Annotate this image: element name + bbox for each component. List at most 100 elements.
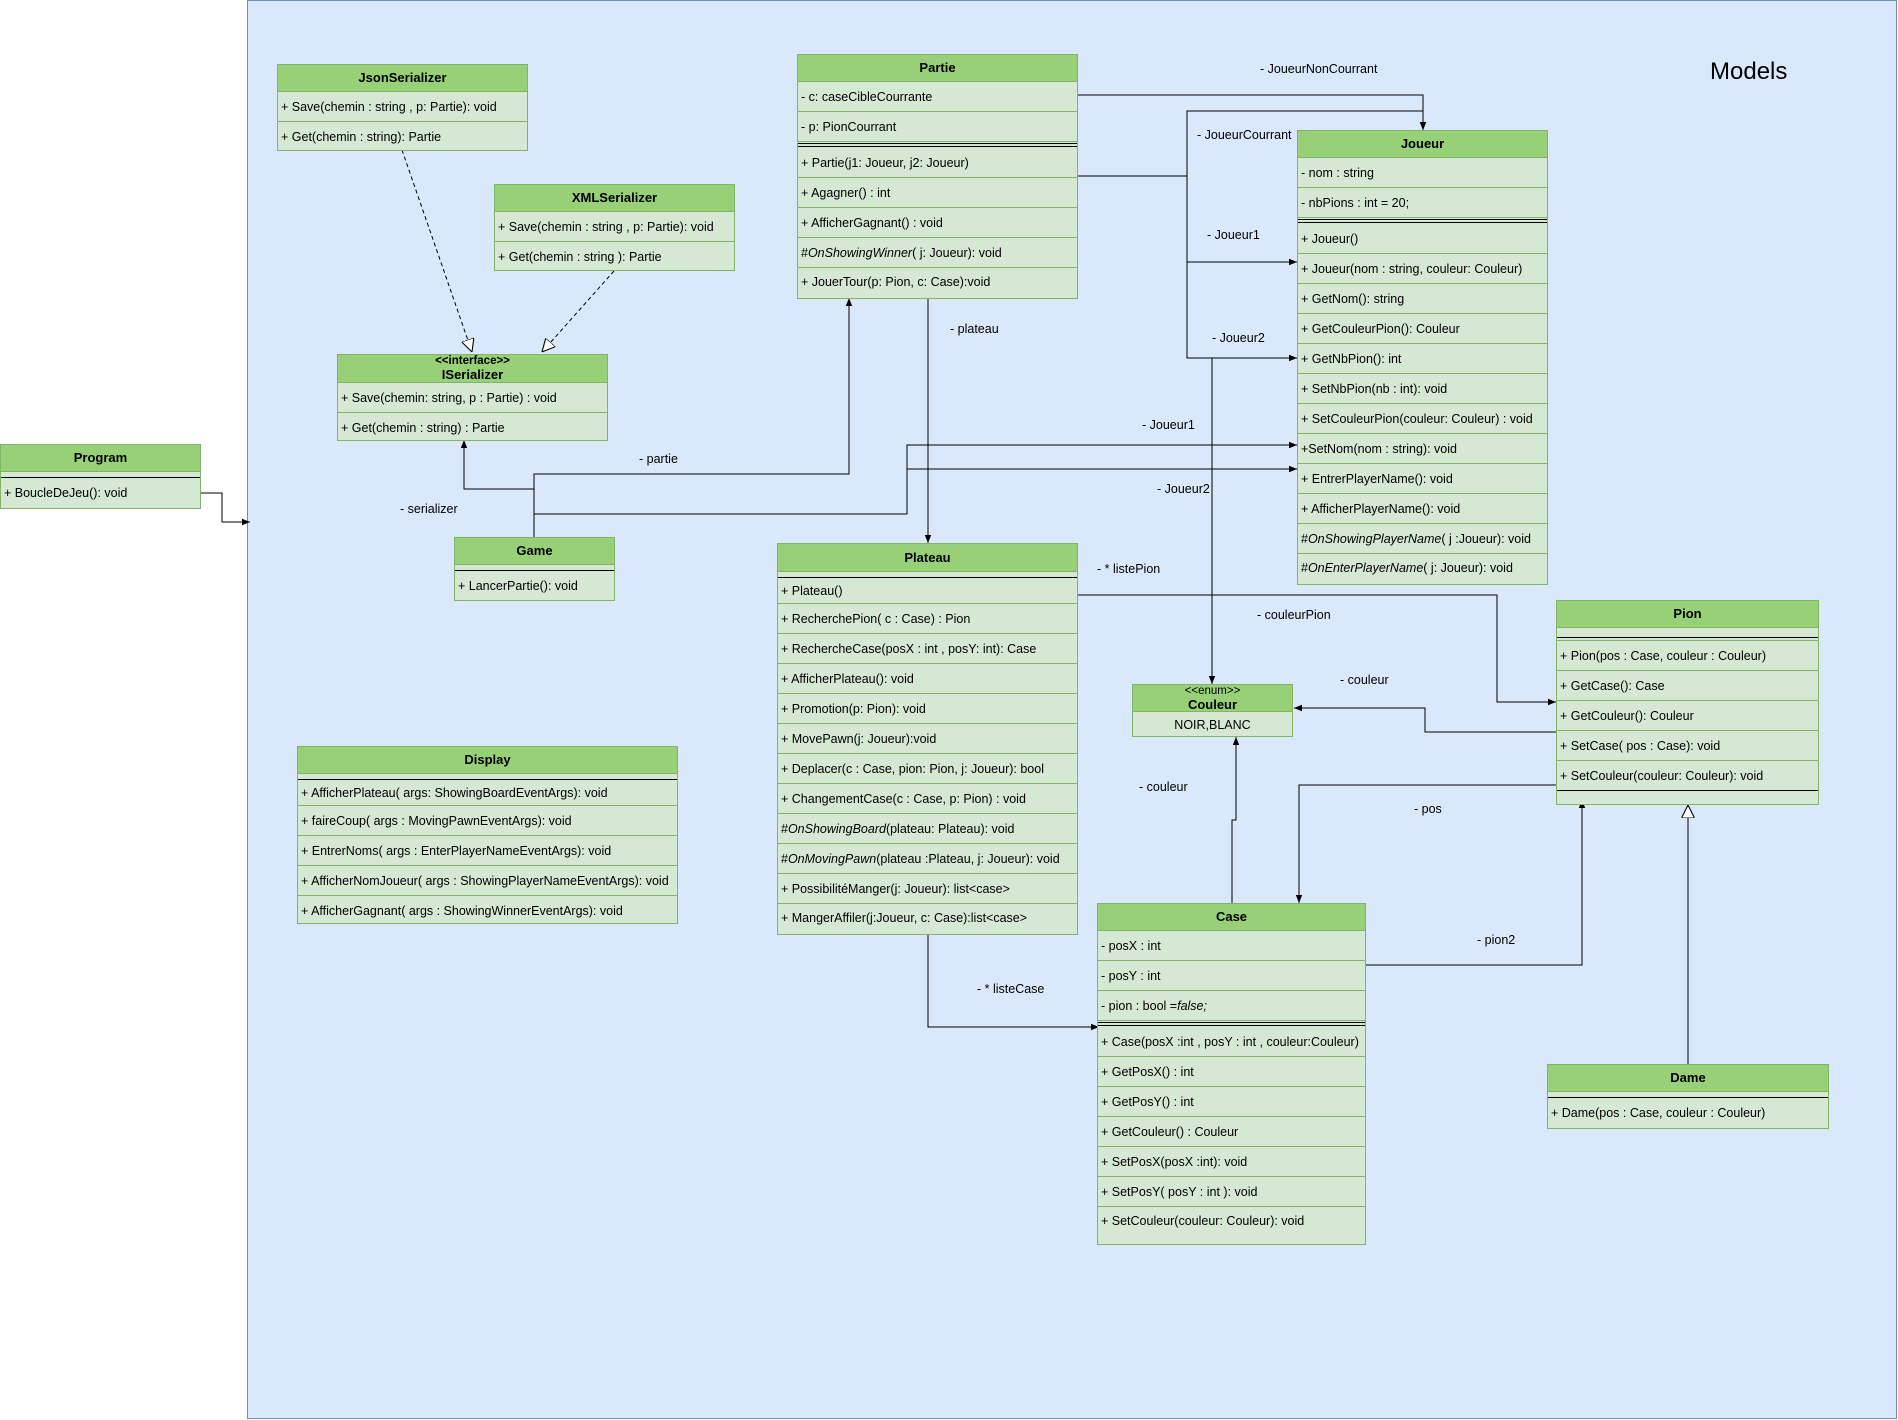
method-row: + Dame(pos : Case, couleur : Couleur) [1551,1106,1766,1120]
method-row: # OnShowingWinner( j: Joueur): void [798,238,1077,268]
method-row: + Save(chemin : string , p: Partie): voi… [495,212,734,242]
method-row: + Save(chemin: string, p : Partie) : voi… [338,383,607,413]
label-joueur2-partie: - Joueur2 [1212,331,1265,345]
class-name: Joueur [1400,136,1445,151]
class-name: Plateau [904,549,951,565]
class-case[interactable]: Case - posX : int - posY : int - pion : … [1097,903,1366,1245]
method-row: + RecherchePion( c : Case) : Pion [778,604,1077,634]
method-row: + Get(chemin : string ): Partie [498,249,662,264]
method-row: + GetCouleur(): Couleur [1557,701,1818,731]
method-row: + faireCoup( args : MovingPawnEventArgs)… [298,806,677,836]
class-game-header: Game [455,538,614,565]
attributes-empty [1557,628,1818,638]
attribute-row: - nom : string [1298,158,1547,188]
enum-values: NOIR,BLANC [1174,717,1251,732]
class-partie[interactable]: Partie - c: caseCibleCourrante - p: Pion… [797,54,1078,299]
method-row: + Deplacer(c : Case, pion: Pion, j: Joue… [778,754,1077,784]
label-couleur-case: - couleur [1139,780,1188,794]
class-pion[interactable]: Pion + Pion(pos : Case, couleur : Couleu… [1556,600,1819,805]
method-name: OnShowingWinner [807,245,913,260]
method-row: + Get(chemin : string): Partie [281,129,442,144]
label-couleur-pion: - couleurPion [1257,608,1331,622]
class-dame[interactable]: Dame + Dame(pos : Case, couleur : Couleu… [1547,1064,1829,1129]
method-signature: (plateau :Plateau, j: Joueur): void [876,851,1060,866]
method-row: + SetNbPion(nb : int): void [1298,374,1547,404]
edge-partie-joueurnoncourrant [1077,94,1427,130]
attribute-row: - p: PionCourrant [798,112,1077,142]
method-row: + SetPosY( posY : int ): void [1098,1177,1365,1207]
class-iserializer[interactable]: <<interface>> ISerializer + Save(chemin:… [337,354,608,441]
edge-json-realizes-iserializer [401,149,472,352]
class-dame-header: Dame [1548,1065,1828,1092]
edge-case-pion [1366,800,1586,966]
separator [1098,1022,1365,1026]
method-row: + Agagner() : int [798,178,1077,208]
edge-game-partie [533,298,853,489]
stereotype: <<enum>> [1184,684,1241,697]
label-partie: - partie [639,452,678,466]
method-row: + Get(chemin : string) : Partie [341,420,505,435]
method-prefix: # [1301,531,1308,546]
class-display[interactable]: Display + AfficherPlateau( args: Showing… [297,746,678,924]
class-json-serializer-header: JsonSerializer [278,65,527,92]
method-row: + AfficherPlateau( args: ShowingBoardEve… [298,780,677,806]
method-name: OnEnterPlayerName [1307,561,1424,575]
class-couleur-enum[interactable]: <<enum>> Couleur NOIR,BLANC [1132,684,1293,737]
edge-plateau-case [927,934,1099,1031]
edge-program-models [200,492,250,526]
class-pion-header: Pion [1557,601,1818,628]
separator [778,572,1077,578]
class-plateau[interactable]: Plateau + Plateau() + RecherchePion( c :… [777,543,1078,935]
label-pos: - pos [1414,802,1442,816]
class-joueur[interactable]: Joueur - nom : string - nbPions : int = … [1297,130,1548,585]
method-row: + GetNbPion(): int [1298,344,1547,374]
class-couleur-header: <<enum>> Couleur [1133,685,1292,712]
method-row: + SetCouleurPion(couleur: Couleur) : voi… [1298,404,1547,434]
class-game[interactable]: Game + LancerPartie(): void [454,537,615,601]
edge-game-joueur1 [534,441,1297,515]
class-display-header: Display [298,747,677,774]
label-joueur1-game: - Joueur1 [1142,418,1195,432]
method-row: + AfficherNomJoueur( args : ShowingPlaye… [298,866,677,896]
label-joueur-non-courrant: - JoueurNonCourrant [1260,62,1378,76]
method-row: + GetPosX() : int [1098,1057,1365,1087]
class-program[interactable]: Program + BoucleDeJeu(): void [0,444,201,509]
separator [1,472,200,478]
separator [298,774,677,780]
class-name: JsonSerializer [358,70,447,85]
attribute-row: - c: caseCibleCourrante [798,82,1077,112]
method-signature: ( j :Joueur): void [1441,531,1531,546]
separator [798,143,1077,147]
attribute-row: - posX : int [1098,931,1365,961]
method-row: + GetCouleurPion(): Couleur [1298,314,1547,344]
class-partie-header: Partie [798,55,1077,82]
class-name: Couleur [1187,696,1238,712]
method-row: # OnEnterPlayerName( j: Joueur): void [1298,554,1547,582]
class-xml-serializer-header: XMLSerializer [495,185,734,212]
class-json-serializer[interactable]: JsonSerializer + Save(chemin : string , … [277,64,528,151]
class-name: Display [464,752,511,767]
class-name: Case [1215,909,1248,924]
class-name: Game [516,543,553,558]
attribute-row: - pion : bool = false; [1098,991,1365,1021]
class-name: Dame [1670,1070,1706,1085]
label-plateau: - plateau [950,322,999,336]
separator [1548,1092,1828,1098]
method-row: + SetCouleur(couleur: Couleur): void [1101,1214,1305,1228]
method-row: + MangerAffiler(j:Joueur, c: Case):list<… [781,911,1028,925]
label-pion2: - pion2 [1477,933,1516,947]
method-prefix: # [801,245,808,260]
class-name: ISerializer [441,367,504,382]
method-name: OnShowingBoard [787,821,886,836]
label-couleur-pion-couleur: - couleur [1340,673,1389,687]
method-row: + Save(chemin : string , p: Partie): voi… [278,92,527,122]
method-row: # OnShowingBoard(plateau: Plateau): void [778,814,1077,844]
method-row: + Pion(pos : Case, couleur : Couleur) [1557,641,1818,671]
method-row: + GetCase(): Case [1557,671,1818,701]
method-row: + Partie(j1: Joueur, j2: Joueur) [798,148,1077,178]
attribute-default: false; [1177,998,1207,1013]
class-xml-serializer[interactable]: XMLSerializer + Save(chemin : string , p… [494,184,735,271]
method-row: + GetCouleur() : Couleur [1098,1117,1365,1147]
class-case-header: Case [1098,904,1365,931]
